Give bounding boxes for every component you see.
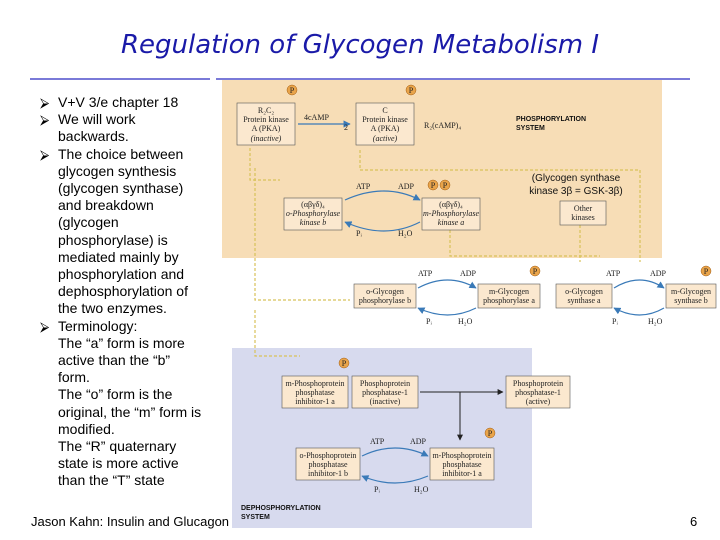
h2o-label: H₂O — [648, 317, 663, 326]
atp-label: ATP — [356, 182, 371, 191]
bullet-arrow-icon: ⮚ — [40, 146, 50, 162]
synthase-activation-arrow — [613, 307, 665, 316]
adp-label: ADP — [410, 437, 427, 446]
atp-label: ATP — [606, 269, 621, 278]
svg-text:A (PKA): A (PKA) — [371, 124, 400, 133]
atp-label: ATP — [418, 269, 433, 278]
bullet-head: Terminology: — [58, 317, 138, 334]
pka-count-label: 2 — [344, 123, 348, 132]
bullet-arrow-icon: ⮚ — [40, 95, 50, 110]
bullet-continuation: The “a” form is more active than the “b”… — [58, 334, 202, 489]
svg-text:P: P — [290, 86, 295, 95]
bullet-list: ⮚ V+V 3/e chapter 18 ⮚ We will work back… — [40, 94, 230, 490]
svg-text:kinase a: kinase a — [438, 218, 464, 227]
svg-text:P: P — [704, 267, 709, 276]
svg-text:Protein kinase: Protein kinase — [243, 115, 289, 124]
svg-text:(αβγδ)₄: (αβγδ)₄ — [301, 200, 325, 209]
svg-text:(active): (active) — [373, 134, 398, 143]
bullet-item: ⮚ The choice between glycogen synthesis … — [40, 146, 230, 318]
svg-text:P: P — [342, 359, 347, 368]
atp-label: ATP — [370, 437, 385, 446]
synthase-inactivation-arrow — [613, 279, 665, 289]
bullet-head: V+V 3/e chapter 18 — [58, 94, 179, 110]
adp-label: ADP — [398, 182, 415, 191]
svg-text:P: P — [443, 181, 448, 190]
bullet-continuation: backwards. — [58, 128, 129, 145]
phosphorylase-kinase-b-box: (αβγδ)₄ o-Phosphorylase kinase b — [283, 197, 343, 231]
svg-text:R₂C₂: R₂C₂ — [258, 106, 274, 115]
bullet-arrow-icon: ⮚ — [40, 112, 50, 128]
phosphorylase-activation-arrow — [417, 279, 477, 289]
svg-text:kinase b: kinase b — [300, 218, 326, 227]
pi-label: Pᵢ — [374, 485, 380, 494]
pka-active-box: C Protein kinase A (PKA) (active) — [355, 102, 415, 146]
svg-text:C: C — [382, 106, 387, 115]
svg-text:P: P — [533, 267, 538, 276]
bullet-head: We will work — [58, 111, 136, 128]
svg-text:o-Phosphorylase: o-Phosphorylase — [286, 209, 341, 218]
svg-text:P: P — [488, 429, 493, 438]
pi-label: Pᵢ — [612, 317, 618, 326]
page-number: 6 — [690, 514, 698, 529]
pi-label: Pᵢ — [356, 229, 362, 238]
bullet-item: ⮚ V+V 3/e chapter 18 — [40, 94, 230, 111]
bullet-arrow-icon: ⮚ — [40, 318, 50, 334]
phosphate-markers: P P P P P P P P — [286, 84, 712, 439]
pka-inactive-box: R₂C₂ Protein kinase A (PKA) (inactive) — [236, 102, 296, 146]
h2o-label: H₂O — [398, 229, 413, 238]
kinase-dephosphorylation-arrow — [344, 221, 421, 232]
phosphorylase-inactivation-arrow — [417, 307, 477, 316]
svg-text:P: P — [409, 86, 414, 95]
bullet-continuation: glycogen synthesis (glycogen synthase) a… — [58, 162, 188, 317]
camp-input-label: 4cAMP — [304, 113, 329, 122]
svg-text:A (PKA): A (PKA) — [252, 124, 281, 133]
title-rule-right — [216, 78, 690, 80]
adp-label: ADP — [460, 269, 477, 278]
camp-output-label: R₂(cAMP)₄ — [424, 121, 461, 130]
bullet-item: ⮚ We will work backwards. — [40, 111, 230, 145]
svg-text:(αβγδ)₄: (αβγδ)₄ — [439, 200, 463, 209]
svg-text:(inactive): (inactive) — [251, 134, 282, 143]
h2o-label: H₂O — [458, 317, 473, 326]
adp-label: ADP — [650, 269, 667, 278]
bullet-head: The choice between — [58, 145, 184, 162]
svg-text:m-Phosphorylase: m-Phosphorylase — [423, 209, 479, 218]
title-rule-left — [30, 78, 210, 80]
inhibitor-dephosphorylation-arrow — [361, 475, 429, 484]
h2o-label: H₂O — [414, 485, 429, 494]
svg-text:P: P — [431, 181, 436, 190]
svg-text:Protein kinase: Protein kinase — [362, 115, 408, 124]
inhibitor-phosphorylation-arrow — [361, 447, 429, 457]
pi-label: Pᵢ — [426, 317, 432, 326]
bullet-item: ⮚ Terminology: The “a” form is more acti… — [40, 318, 230, 490]
phosphorylase-kinase-a-box: (αβγδ)₄ m-Phosphorylase kinase a — [421, 197, 481, 231]
slide-title: Regulation of Glycogen Metabolism I — [120, 30, 600, 60]
footer-left: Jason Kahn: Insulin and Glucagon — [31, 514, 230, 529]
kinase-phosphorylation-arrow — [344, 190, 421, 201]
